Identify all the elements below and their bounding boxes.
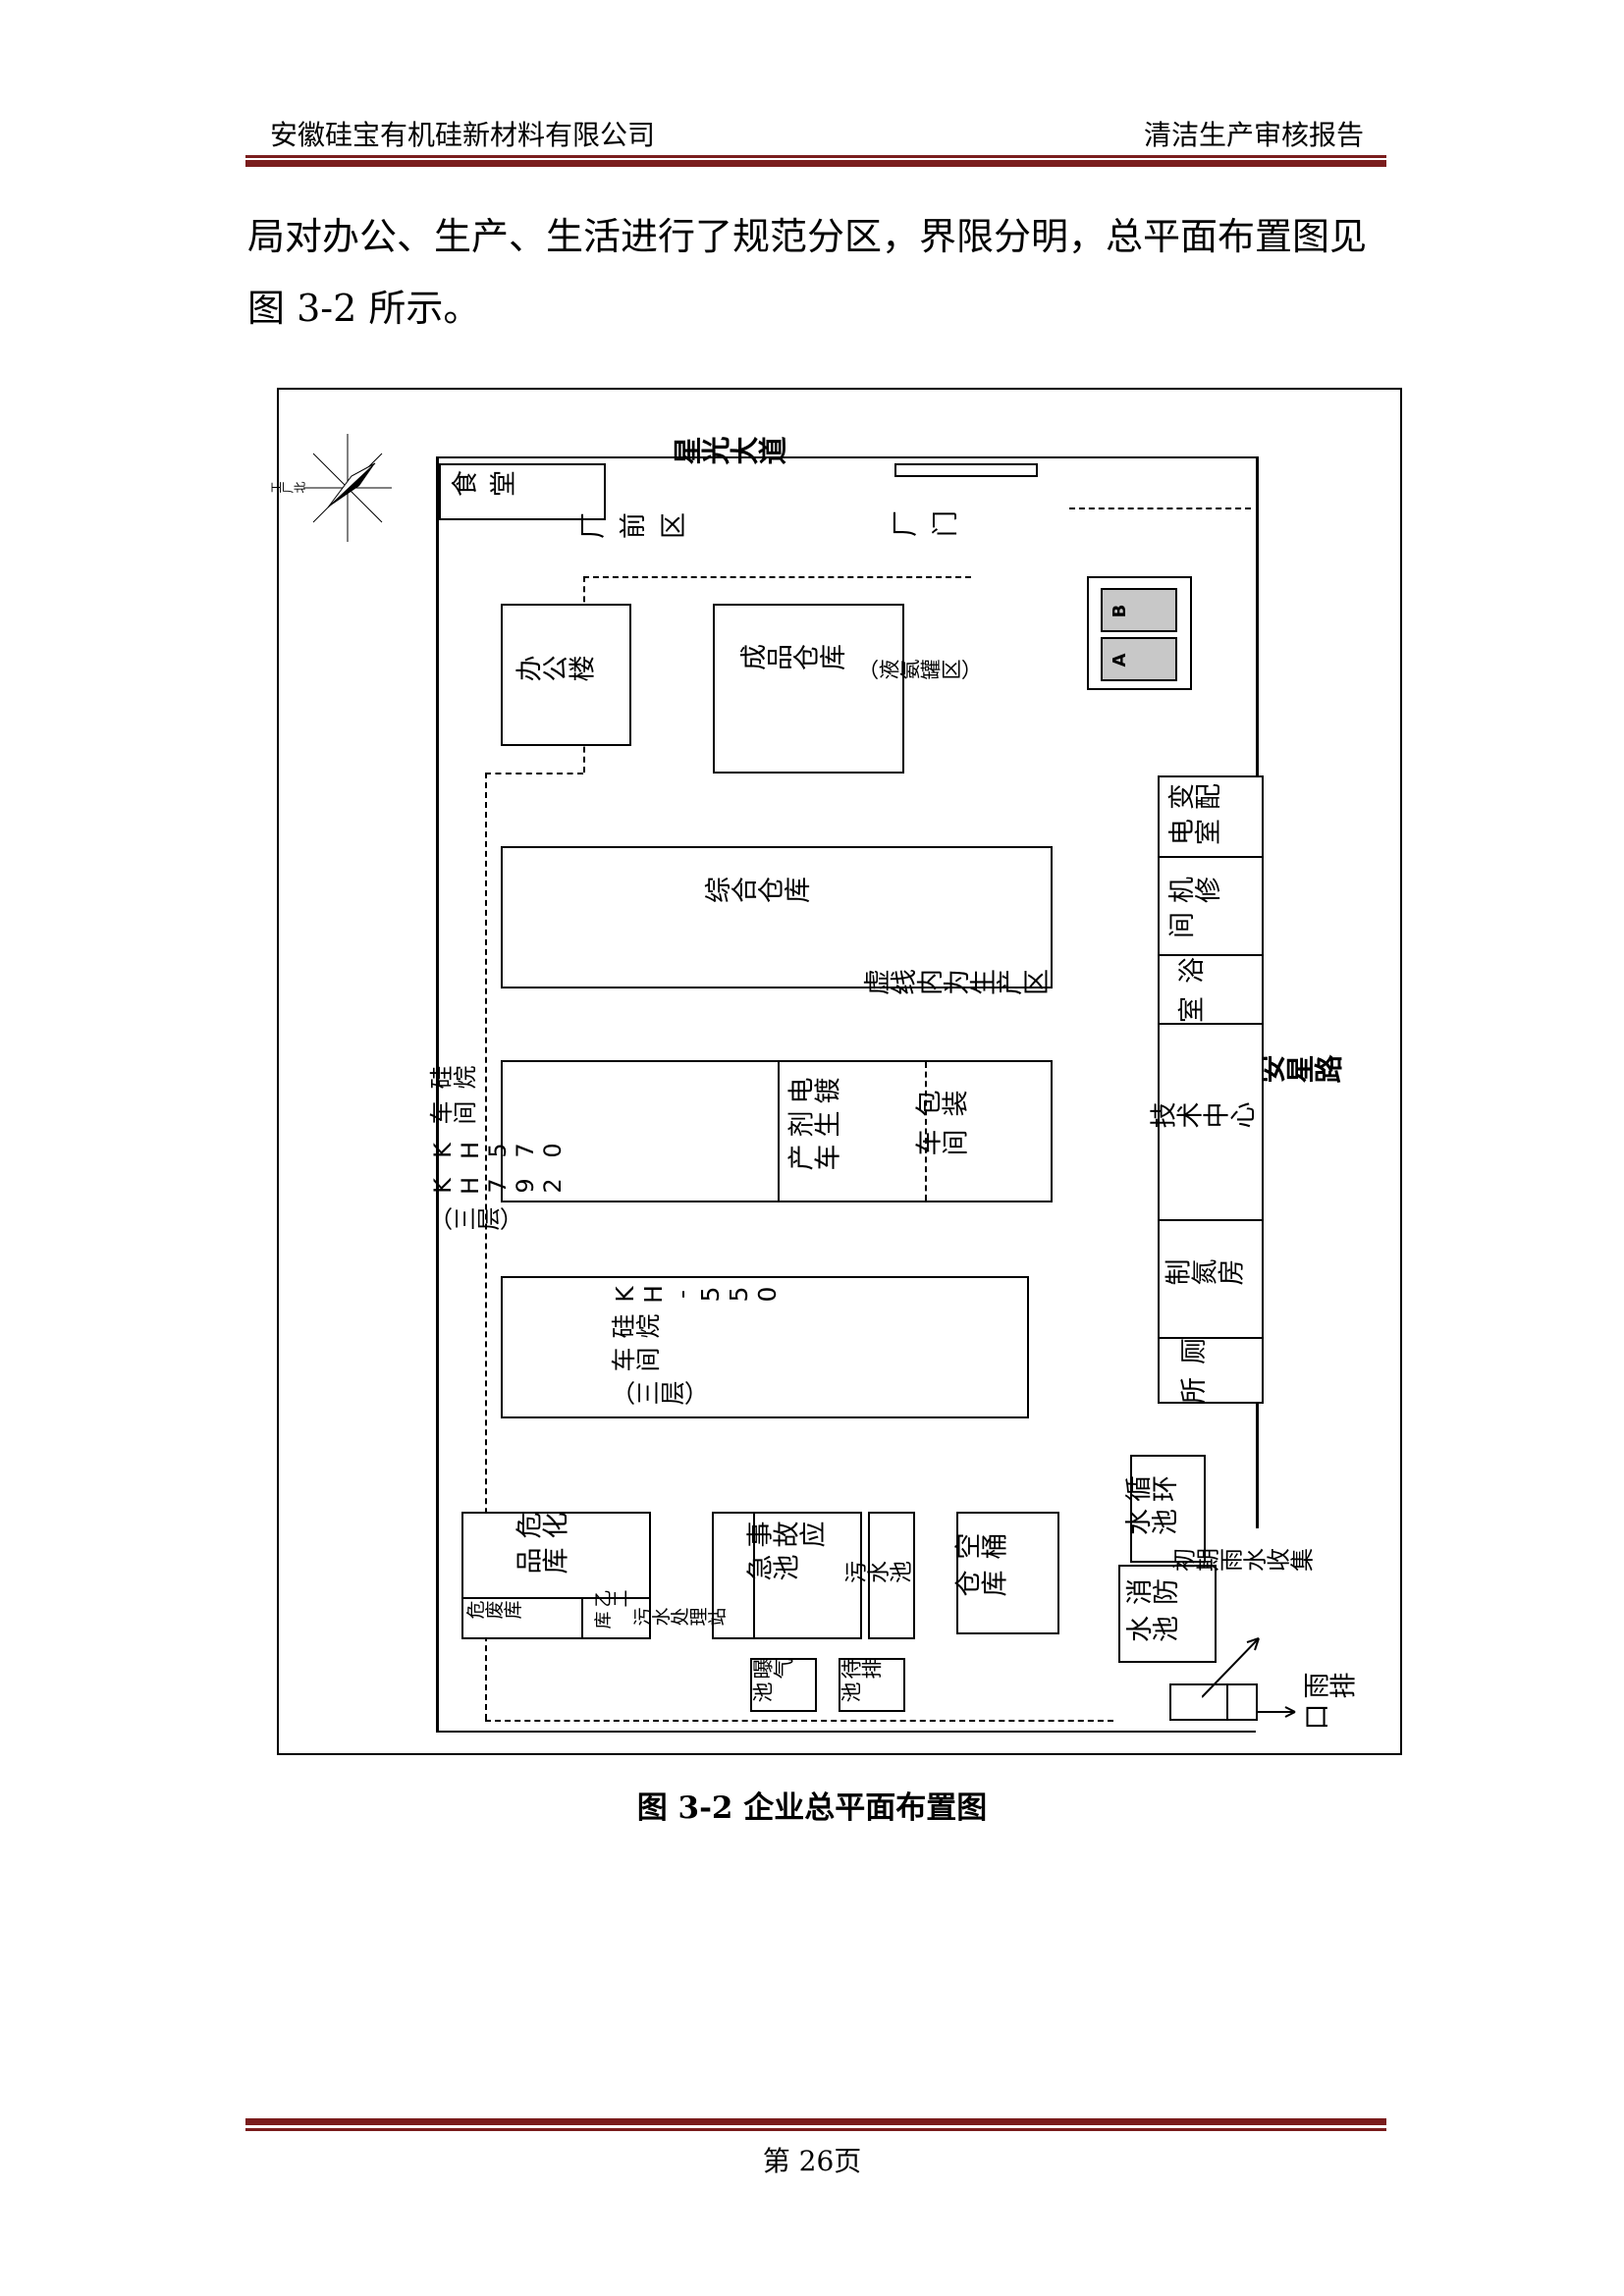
general-warehouse-label: 综合仓库 [704, 878, 810, 908]
silane-workshop-label: 硅烷 车间 KH570 KH792 （三层） [429, 1066, 567, 1235]
sewage-pool-label: 污水池 [843, 1562, 912, 1588]
tank-b: B [1101, 588, 1177, 632]
office-building: 办公楼 [501, 604, 631, 746]
production-zone-boundary [1069, 507, 1251, 509]
tank-a-label: A [1110, 650, 1130, 670]
silane-production-block: 硅烷 车间 KH570 KH792 （三层） 电镀 剂生 产车 包装 车间 [429, 1060, 1053, 1235]
ammonia-tank-area: A B [1087, 576, 1192, 690]
hazchem-divider [581, 1597, 583, 1637]
strip-divider [1160, 1219, 1262, 1221]
packaging-workshop-label: 包装 车间 [914, 1091, 968, 1161]
office-building-label: 办公楼 [514, 656, 595, 687]
rain-outlet-divider [1226, 1685, 1228, 1719]
initial-rainwater-label: 初期雨水收集 [1171, 1548, 1314, 1576]
strip-divider [1160, 856, 1262, 858]
gate-label: 厂门 [891, 511, 971, 542]
canteen-label: 食堂 [451, 471, 527, 502]
circulating-pool: 循环 水池 [1124, 1455, 1206, 1563]
gate-bar [894, 463, 1038, 477]
production-zone-boundary [485, 1720, 1113, 1722]
aeration-pool-label: 曝气 池 [752, 1658, 793, 1705]
site-plan-figure: 工厂北 星光大道 安星路 食堂 厂前区 厂门 办公楼 成品仓库 （液氨罐区） A… [270, 388, 1402, 1755]
compass-label: 工厂北 [270, 481, 305, 495]
strip-divider [1160, 1337, 1262, 1339]
page-number: 第 26页 [762, 2145, 862, 2177]
header-report-title: 清洁生产审核报告 [1143, 119, 1364, 151]
figure-caption: 图 3-2 企业总平面布置图 [636, 1790, 988, 1826]
production-zone-boundary [485, 773, 583, 774]
ammonia-tank-zone-label: （液氨罐区） [858, 659, 982, 682]
toilet-label: 厕 所 [1179, 1339, 1206, 1409]
sewage-divider [753, 1514, 755, 1637]
finished-goods-warehouse-label: 成品仓库 [739, 645, 845, 675]
fire-pool-label: 消防 水池 [1125, 1579, 1178, 1647]
hazchem-block: 危化 品库 危废库 乙二 库 [461, 1512, 651, 1639]
tech-center-label: 技术中心 [1149, 1102, 1256, 1134]
discharge-pool-label: 待排 池 [840, 1658, 882, 1705]
hazchem-warehouse-label: 危化 品库 [514, 1513, 568, 1579]
header-rule-thin [245, 155, 1386, 158]
kh550-workshop: KH-550 硅烷 车间 （三层） [501, 1276, 1029, 1418]
repair-room-label: 机修 间 [1167, 878, 1220, 943]
nitrogen-room-label: 制氮房 [1164, 1259, 1244, 1291]
finished-goods-warehouse: 成品仓库 [713, 604, 904, 774]
sewage-treatment-block: 污水处理站 事故应 急池 [633, 1512, 862, 1639]
site-boundary [436, 456, 1256, 1733]
tank-b-label: B [1110, 601, 1130, 621]
strip-divider [1160, 954, 1262, 956]
circulating-pool-label: 循环 水池 [1124, 1476, 1177, 1540]
silane-divider [778, 1062, 780, 1201]
substation-label: 变配 电室 [1167, 784, 1220, 850]
sewage-pool: 污水池 [844, 1512, 915, 1639]
kh550-workshop-label: KH-550 硅烷 车间 （三层） [611, 1280, 782, 1409]
general-warehouse: 综合仓库 [501, 846, 1053, 988]
tank-a: A [1101, 637, 1177, 681]
electroplating-workshop-label: 电镀 剂生 产车 [786, 1078, 840, 1176]
compass-icon [303, 434, 392, 542]
footer-rule-thick [245, 2118, 1386, 2125]
aeration-pool: 曝气 池 [750, 1658, 817, 1712]
empty-barrel-warehouse-label: 空桶 仓库 [953, 1533, 1007, 1602]
rain-outlet-label: 雨排 口 [1302, 1673, 1356, 1735]
hazchem-divider [463, 1597, 649, 1599]
header-company: 安徽硅宝有机硅新材料有限公司 [270, 119, 656, 151]
footer-rule-thin [245, 2128, 1386, 2131]
front-zone-label: 厂前区 [578, 513, 699, 544]
sewage-station-label: 污水处理站 [632, 1607, 727, 1629]
discharge-pool: 待排 池 [839, 1658, 905, 1712]
plating-packaging-divider [925, 1062, 927, 1201]
production-zone-boundary [583, 576, 971, 578]
bathroom-label: 浴 室 [1177, 958, 1204, 1028]
header-rule-thick [245, 160, 1386, 167]
east-service-strip: 变配 电室 机修 间 浴 室 技术中心 制氮房 厕 所 [1150, 775, 1264, 1409]
site-boundary-east-lower [1256, 1381, 1259, 1528]
road-east-label: 安星路 [1257, 1054, 1342, 1088]
empty-barrel-warehouse: 空桶 仓库 [953, 1512, 1059, 1634]
production-zone-boundary [485, 773, 487, 1720]
body-paragraph: 局对办公、生产、生活进行了规范分区，界限分明，总平面布置图见图 3-2 所示。 [247, 215, 1368, 330]
rain-flow-arrow-icon [1202, 1637, 1296, 1718]
strip-divider [1160, 1023, 1262, 1025]
hazwaste-warehouse-label: 危废库 [465, 1600, 522, 1623]
canteen: 食堂 [439, 463, 606, 520]
production-zone-note: 虚线内为生产区 [863, 970, 1049, 1000]
fire-pool: 消防 水池 [1118, 1565, 1217, 1663]
